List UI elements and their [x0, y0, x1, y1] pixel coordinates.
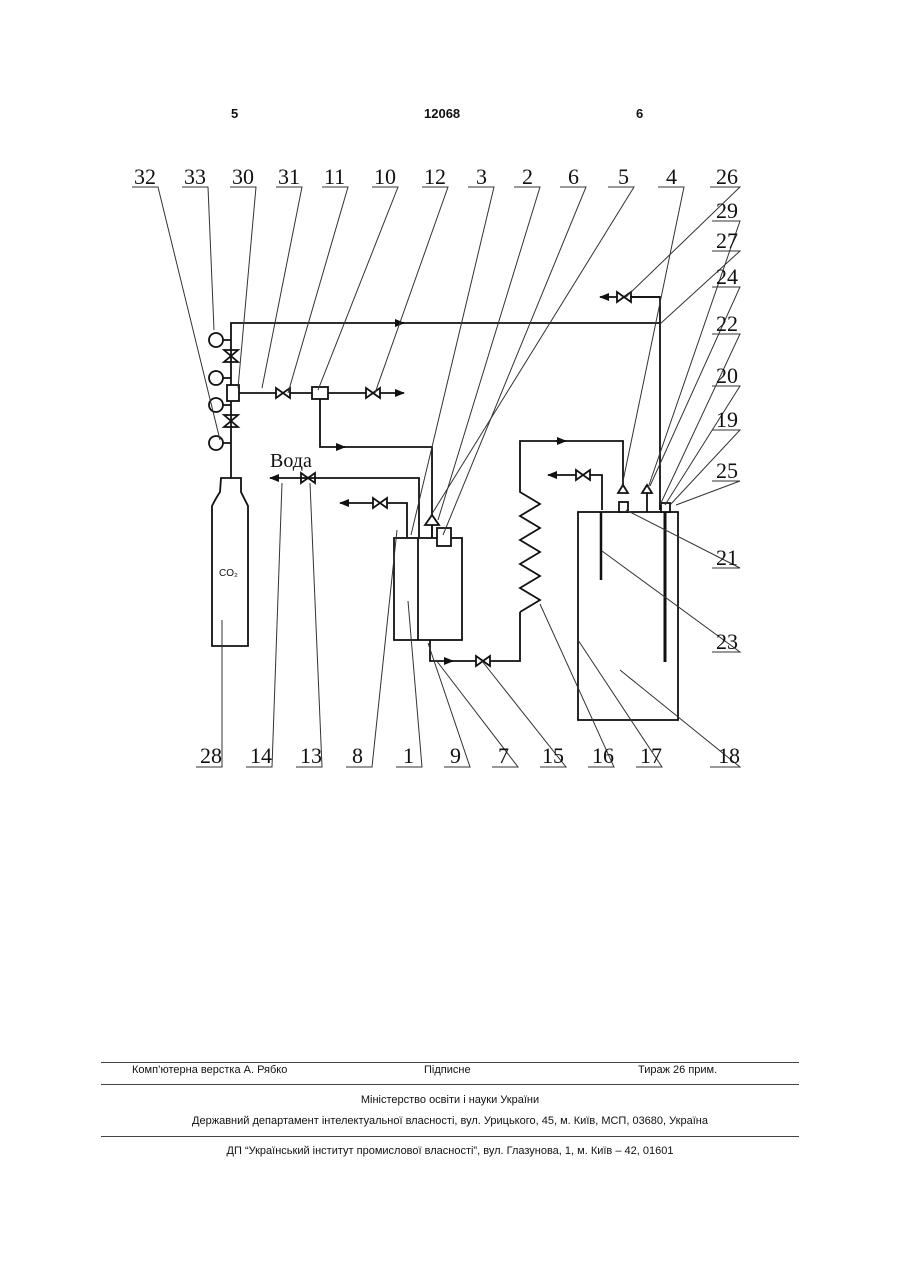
water-label: Вода: [270, 450, 312, 472]
callout-label: 10: [374, 164, 396, 189]
installation-diagram: 32 33 30 31 11 10 12 3 2 6 5 4 26 29 27 …: [0, 0, 901, 800]
callout-label: 22: [716, 311, 738, 336]
callout-label: 15: [542, 743, 564, 768]
footer-rule: [101, 1084, 799, 1085]
footer-ministry: Міністерство освіти і науки України: [101, 1094, 799, 1106]
footer-rule: [101, 1062, 799, 1063]
valve-icon: [576, 470, 590, 480]
callout-label: 29: [716, 198, 738, 223]
footer-institute: ДП “Український інститут промислової вла…: [101, 1145, 799, 1157]
callout-label: 20: [716, 363, 738, 388]
gauge-icon: [209, 436, 223, 450]
callout-label: 12: [424, 164, 446, 189]
footer-layout-credit: Комп’ютерна верстка А. Рябко: [132, 1064, 287, 1076]
callout-label: 6: [568, 164, 579, 189]
callout-label: 14: [250, 743, 272, 768]
safety-valve-icon: [642, 485, 652, 493]
valve-icon: [276, 388, 290, 398]
safety-valve-icon: [425, 515, 439, 525]
callout-label: 18: [718, 743, 740, 768]
storage-tank: [578, 512, 678, 720]
reactor-vessel: [394, 538, 462, 640]
safety-valve-icon: [618, 485, 628, 493]
callout-label: 16: [592, 743, 614, 768]
footer-signed: Підписне: [424, 1064, 471, 1076]
equipment-drawing: [209, 292, 678, 720]
callout-label: 11: [324, 164, 345, 189]
tee-icon: [227, 385, 239, 401]
valve-icon: [373, 498, 387, 508]
callout-label: 17: [640, 743, 662, 768]
valve-icon: [366, 388, 380, 398]
valve-icon: [476, 656, 490, 666]
footer-department: Державний департамент інтелектуальної вл…: [101, 1115, 799, 1127]
callout-label: 25: [716, 458, 738, 483]
callout-label: 1: [403, 743, 414, 768]
gauge-icon: [209, 371, 223, 385]
callout-label: 13: [300, 743, 322, 768]
co2-cylinder: [212, 478, 248, 646]
callout-label: 7: [498, 743, 509, 768]
callout-label: 9: [450, 743, 461, 768]
callout-label: 21: [716, 545, 738, 570]
callout-label: 5: [618, 164, 629, 189]
callout-label: 2: [522, 164, 533, 189]
callout-label: 30: [232, 164, 254, 189]
heat-exchanger-coil: [520, 441, 623, 612]
tee-icon: [312, 387, 328, 399]
callout-label: 33: [184, 164, 206, 189]
valve-icon: [617, 292, 631, 302]
callout-label: 27: [716, 228, 738, 253]
footer-rule: [101, 1136, 799, 1137]
footer-circulation: Тираж 26 прим.: [638, 1064, 717, 1076]
callout-labels: 32 33 30 31 11 10 12 3 2 6 5 4 26 29 27 …: [134, 164, 740, 768]
callout-label: 8: [352, 743, 363, 768]
callout-label: 28: [200, 743, 222, 768]
gas-main-line: [231, 323, 660, 510]
leader-lines: [132, 187, 740, 767]
callout-label: 32: [134, 164, 156, 189]
callout-label: 26: [716, 164, 738, 189]
callout-label: 4: [666, 164, 677, 189]
callout-label: 31: [278, 164, 300, 189]
callout-label: 19: [716, 407, 738, 432]
gauge-icon: [209, 333, 223, 347]
water-line: [320, 478, 419, 537]
co2-cylinder-label: CO₂: [219, 568, 238, 579]
reactor-neck: [437, 528, 451, 546]
callout-label: 23: [716, 629, 738, 654]
callout-label: 3: [476, 164, 487, 189]
callout-label: 24: [716, 264, 738, 289]
